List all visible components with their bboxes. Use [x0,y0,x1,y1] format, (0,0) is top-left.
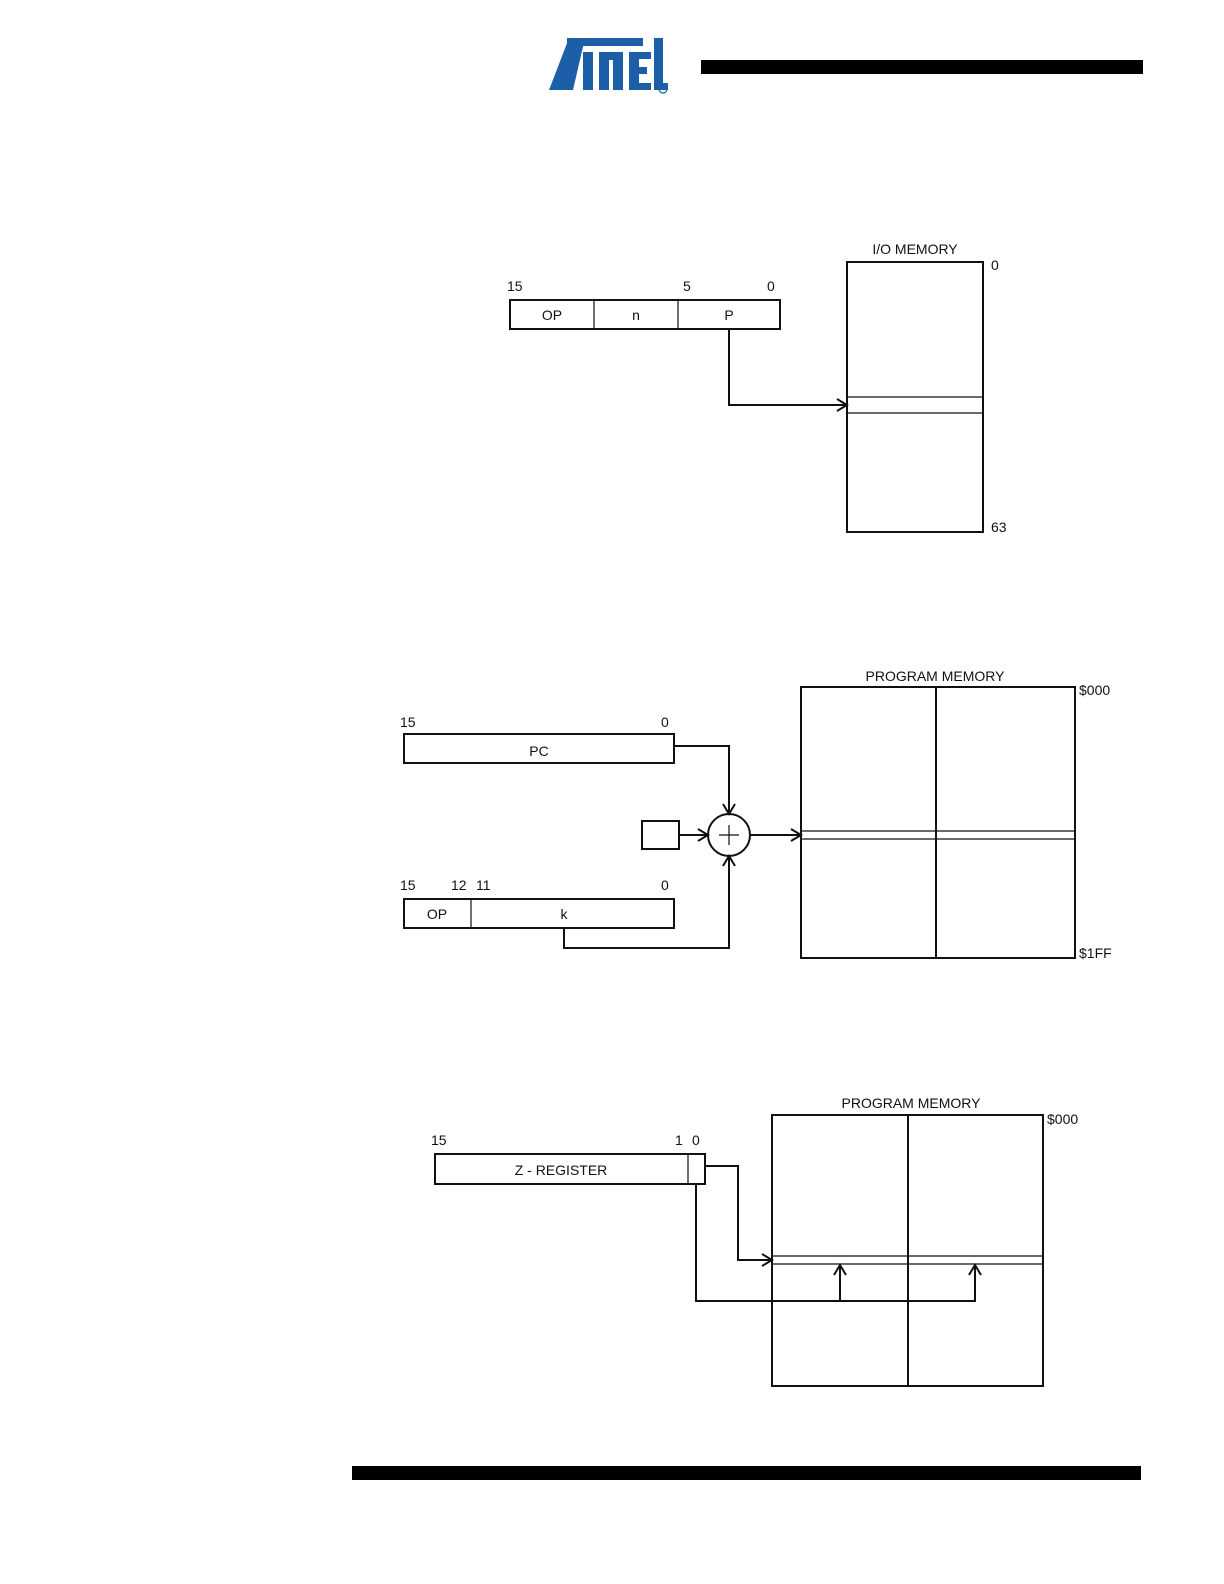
z-register-label: Z - REGISTER [515,1162,608,1178]
footer-rule [352,1466,1141,1480]
z-bit-15: 15 [431,1132,447,1148]
constant-addressing-lpm-figure: PROGRAM MEMORY $000 15 1 0 Z - REGISTER [0,0,1224,1400]
lpm-memory-title: PROGRAM MEMORY [842,1095,982,1111]
z-bit-0: 0 [692,1132,700,1148]
lpm-addr-top: $000 [1047,1111,1078,1127]
z-address-wire [705,1166,771,1260]
z-bit-1: 1 [675,1132,683,1148]
